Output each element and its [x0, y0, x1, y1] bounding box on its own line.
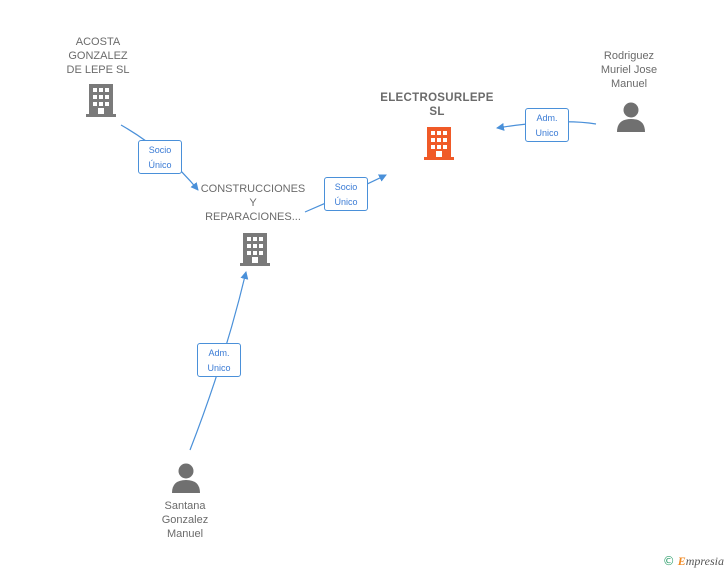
person-label-rodriguez[interactable]: Rodriguez Muriel Jose Manuel — [583, 49, 675, 91]
edge-label-line: Socio — [334, 182, 358, 192]
label-line: Y — [249, 197, 257, 209]
building-icon — [240, 233, 270, 266]
edge-label-line: Adm. — [208, 348, 230, 358]
label-line: Rodriguez — [603, 50, 655, 62]
person-label-santana[interactable]: Santana Gonzalez Manuel — [140, 499, 230, 541]
label-line: SL — [429, 106, 445, 118]
building-icon — [86, 84, 116, 117]
main-building-icon — [424, 127, 454, 160]
copyright-icon: © — [662, 554, 675, 568]
label-line: ELECTROSURLEPE — [380, 92, 494, 104]
edge-label-adm-unico[interactable]: Adm. Unico — [197, 343, 241, 377]
label-line: DE LEPE SL — [66, 64, 130, 76]
label-line: GONZALEZ — [68, 50, 128, 62]
label-line: Manuel — [166, 528, 204, 540]
edge-label-line: Socio — [148, 145, 172, 155]
label-line: Muriel Jose — [600, 64, 658, 76]
label-line: CONSTRUCCIONES — [200, 183, 306, 195]
edge-label-adm-unico[interactable]: Adm. Unico — [525, 108, 569, 142]
edge-label-line: Unico — [535, 128, 559, 138]
company-label-acosta[interactable]: ACOSTA GONZALEZ DE LEPE SL — [48, 35, 148, 77]
empresia-logo[interactable]: © Empresia — [663, 554, 724, 569]
label-line: REPARACIONES... — [205, 211, 301, 223]
person-icon — [617, 102, 645, 132]
edge-label-line: Unico — [207, 363, 231, 373]
label-line: Gonzalez — [161, 514, 209, 526]
edge-label-line: Único — [148, 160, 172, 170]
label-line: ACOSTA — [75, 36, 121, 48]
label-line: Santana — [164, 500, 206, 512]
company-label-electrosurlepe[interactable]: ELECTROSURLEPE SL — [372, 91, 502, 119]
company-label-construcciones[interactable]: CONSTRUCCIONES Y REPARACIONES... — [193, 182, 313, 224]
edge-label-line: Adm. — [536, 113, 558, 123]
edge-label-line: Único — [334, 197, 358, 207]
brand-name: mpresia — [685, 554, 724, 568]
edge-label-socio-unico[interactable]: Socio Único — [324, 177, 368, 211]
label-line: Manuel — [610, 78, 648, 90]
person-icon — [172, 463, 200, 493]
brand-initial: E — [677, 554, 686, 568]
edge-label-socio-unico[interactable]: Socio Único — [138, 140, 182, 174]
